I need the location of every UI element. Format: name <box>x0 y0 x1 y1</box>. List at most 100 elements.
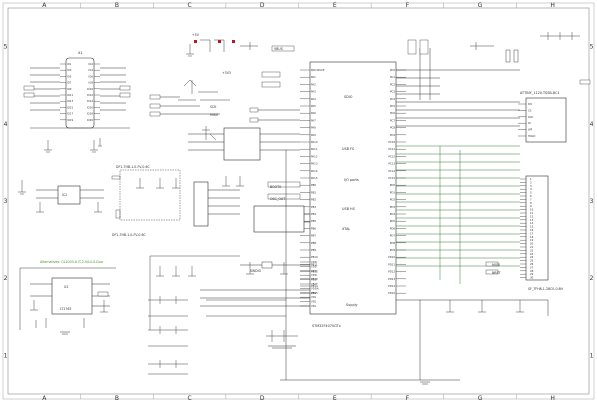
mcu-part: STM32F407VGTx <box>312 324 341 328</box>
frame-row-label: 5 <box>4 44 8 51</box>
atmel-pin-label: DI <box>528 121 531 125</box>
frame-column-label: A <box>42 2 47 9</box>
atmel-pin-label: DO <box>528 102 532 106</box>
mcu-pin-label: PB3 <box>311 205 316 209</box>
regulator-alt-text: Alternatives: OL2003-A /T-2-5/LU-S-Duo <box>40 260 103 264</box>
header-pin-label: 6 <box>530 194 532 198</box>
x1-pin-label: IO13 <box>67 99 73 103</box>
bottom-conn-label: DF1-7HB-1.0-FV-0.6C <box>112 233 146 237</box>
mcu-pin-label: PA8 <box>311 126 316 130</box>
frame-column-label: B <box>115 395 119 402</box>
frame-column-label: C <box>187 395 191 402</box>
top-marker-3 <box>232 40 235 43</box>
top-marker-1 <box>194 40 197 43</box>
x1-pin-label: IO18 <box>87 112 93 116</box>
mcu-pin-label: PA15 <box>311 176 318 180</box>
mcu-pin-label: PB5 <box>311 219 316 223</box>
regulator-ref: U2 <box>64 285 68 289</box>
mcu-pin-label: PC4 <box>390 97 395 101</box>
mcu-section-usbfs: USB FS <box>342 147 354 151</box>
mcu-supply-pin-label: VSS <box>311 304 316 308</box>
mcu-pin-label: PC5 <box>390 104 395 108</box>
mcu-pin-label: PB9 <box>311 248 316 252</box>
frame-column-label: C <box>187 2 191 9</box>
mcu-supply-pin-label: VSS <box>311 295 316 299</box>
mcu-pin-label: PA5 <box>311 104 316 108</box>
net-vbus-top: VBUS <box>274 47 283 51</box>
mcu-pin-label: PD9 <box>390 248 396 252</box>
mcu-block: SDIO USB FS I/O ports USB HS XTAL Supply… <box>300 61 406 328</box>
mcu-pin-label: PC12 <box>388 154 395 158</box>
mcu-pin-label: PD4 <box>390 212 396 216</box>
mcu-pin-label: PD3 <box>390 205 396 209</box>
header-pin-label: 24 <box>530 255 534 259</box>
mcu-supply-pin-label: VDDA <box>311 286 319 290</box>
mcu-pin-label: PB4 <box>311 212 316 216</box>
usb-conn-label: DF1-7HB-1.0-FV-0.6C <box>116 165 150 169</box>
header-pin-label: 3 <box>530 184 532 188</box>
mcu-pin-label: PC15 <box>388 176 395 180</box>
x1-pin-label: IO12 <box>87 93 93 97</box>
x1-ref: X1 <box>78 51 82 55</box>
header-pin-label: 25 <box>530 259 534 263</box>
header-pin-label: 15 <box>530 225 534 229</box>
x1-pin-label: IO11 <box>67 93 73 97</box>
header-pin-label: 14 <box>530 221 534 225</box>
x1-pin-label: IO3 <box>67 68 72 72</box>
header-pin-label: 16 <box>530 228 534 232</box>
mcu-supply-pin-label: VDD <box>311 264 317 268</box>
frame-row-label: 3 <box>590 198 594 205</box>
frame-column-label: G <box>478 2 483 9</box>
regulator-part: LT1763 <box>60 307 71 311</box>
header-pin-label: 1 <box>530 177 532 181</box>
x1-pin-label: IO4 <box>89 68 94 72</box>
header-pin-label: 22 <box>530 248 534 252</box>
mcu-supply-pin-label: VDD <box>311 278 317 282</box>
frame-row-label: 1 <box>4 352 8 359</box>
mcu-pin-label: PA14 <box>311 169 318 173</box>
mcu-pin-label: PD10 <box>388 255 395 259</box>
x1-pin-label: IO20 <box>87 118 93 122</box>
x1-pin-label: IO17 <box>67 112 73 116</box>
mcu-pin-label: PB10 <box>311 255 318 259</box>
mcu-pin-label: PA11 <box>311 147 318 151</box>
mcu-pin-label: PA6 <box>311 111 316 115</box>
mcu-pin-label: PA0-WKUP <box>311 68 325 72</box>
atmel-part: ATTINY_1120-TSSB-8C1 <box>520 91 560 95</box>
mcu-pin-label: PC13 <box>388 162 395 166</box>
frame-column-label: H <box>550 2 555 9</box>
atmel-pin-label: HOLD <box>528 134 535 138</box>
header-pin-label: 7 <box>530 197 532 201</box>
frame-column-label: D <box>260 2 265 9</box>
mcu-pin-label: PA4 <box>311 97 316 101</box>
mcu-pin-label: PC3 <box>390 90 395 94</box>
header-part: SF_TFH8-1-28C0-0.8H <box>528 287 564 291</box>
x1-pin-label: IO8 <box>89 81 94 85</box>
net-5v: +5V <box>192 33 200 37</box>
mcu-pin-label: PA3 <box>311 90 316 94</box>
net-miso: MISO <box>210 113 219 117</box>
x1-pin-label: IO15 <box>67 105 73 109</box>
x1-pin-label: IO16 <box>87 105 93 109</box>
mcu-pin-label: PD14 <box>388 284 395 288</box>
header-pin-label: 5 <box>530 191 532 195</box>
mcu-pin-label: PD15 <box>388 291 395 295</box>
header-pin-label: 10 <box>530 208 534 212</box>
x1-pin-label: IO14 <box>87 99 93 103</box>
header-pin-label: 11 <box>530 211 534 215</box>
frame-column-label: B <box>115 2 119 9</box>
net-sck: SCK <box>210 105 217 109</box>
header-pin-label: 28 <box>530 269 534 273</box>
mcu-pin-label: PA13 <box>311 162 318 166</box>
net-3v3: +3V3 <box>222 71 231 75</box>
mcu-pin-label: PC0 <box>390 68 395 72</box>
mcu-pin-label: PA1 <box>311 75 316 79</box>
net-boot: BOOT0 <box>270 185 281 189</box>
x1-pin-label: IO6 <box>89 74 94 78</box>
header-pin-label: 9 <box>530 204 532 208</box>
mcu-pin-label: PC9 <box>390 133 395 137</box>
frame-column-label: D <box>260 395 265 402</box>
atmel-pin-label: WP <box>528 128 533 132</box>
frame-column-label: F <box>406 395 410 402</box>
